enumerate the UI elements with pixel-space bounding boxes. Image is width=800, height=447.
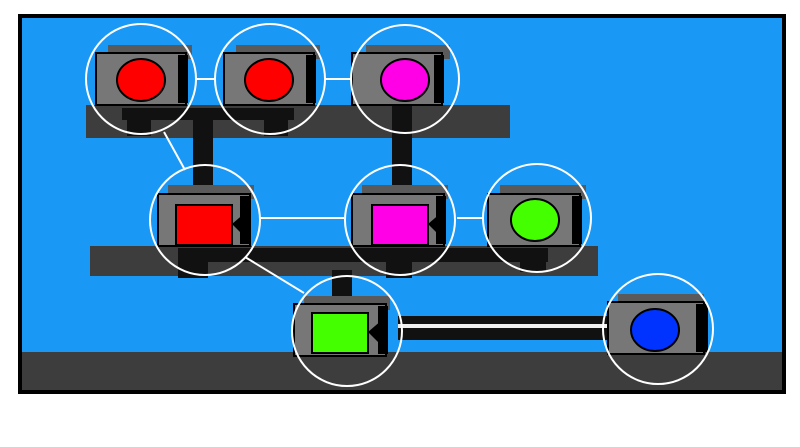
selection-rings xyxy=(85,23,714,387)
red-camera-body xyxy=(175,204,233,246)
link-lines xyxy=(163,78,483,294)
light-node-magenta[interactable] xyxy=(351,45,450,106)
red-light xyxy=(116,58,166,102)
selection-ring xyxy=(602,273,714,385)
pipe xyxy=(127,108,151,136)
light-node-green[interactable] xyxy=(487,185,586,247)
pipe-highlight xyxy=(398,324,616,328)
selection-ring xyxy=(291,275,403,387)
selection-ring xyxy=(85,23,197,135)
selection-ring xyxy=(149,164,261,276)
platform-floor xyxy=(22,352,782,390)
camera-lens-icon xyxy=(428,212,442,238)
green-light xyxy=(510,198,560,242)
link-line xyxy=(244,256,305,294)
magenta-camera-body xyxy=(371,204,429,246)
selection-ring xyxy=(350,24,460,134)
pipe xyxy=(520,248,546,272)
camera-node-red[interactable] xyxy=(157,185,254,247)
camera-lens-icon xyxy=(368,320,382,346)
blue-light xyxy=(630,308,680,352)
camera-node-green[interactable] xyxy=(293,296,390,357)
pipe xyxy=(122,108,294,120)
camera-lens-icon xyxy=(232,212,246,238)
pipe xyxy=(386,248,412,278)
pipe xyxy=(178,248,548,262)
pipe xyxy=(193,118,213,190)
selection-ring xyxy=(214,23,326,135)
red-light xyxy=(244,58,294,102)
green-camera-body xyxy=(311,312,369,354)
light-node-blue[interactable] xyxy=(607,294,708,355)
light-node-red-1[interactable] xyxy=(95,45,192,106)
selection-ring xyxy=(482,163,592,273)
light-node-red-2[interactable] xyxy=(223,45,320,106)
pipe xyxy=(392,106,412,190)
camera-node-magenta[interactable] xyxy=(351,185,448,247)
magenta-light xyxy=(380,58,430,102)
selection-ring xyxy=(344,164,456,276)
link-line xyxy=(163,131,186,171)
